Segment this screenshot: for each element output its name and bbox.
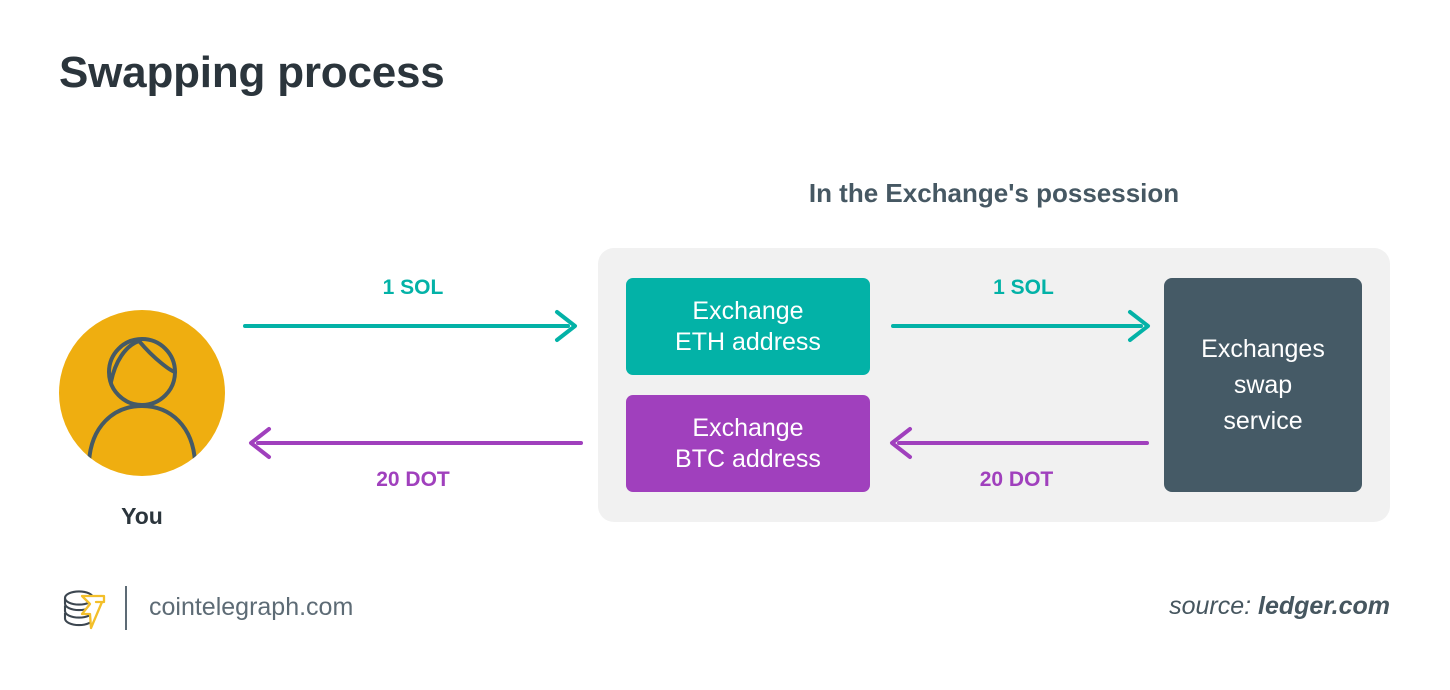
footer-source: source: ledger.com — [1169, 592, 1390, 621]
actor-label: You — [121, 503, 163, 529]
arrow-label-swap-to-btc: 20 DOT — [979, 468, 1054, 491]
swap-service-line-2: swap — [1233, 370, 1293, 399]
exchange-eth-line-1: Exchange — [692, 296, 804, 325]
avatar — [59, 310, 225, 476]
exchange-eth-address-box[interactable]: Exchange ETH address — [626, 278, 870, 375]
exchanges-swap-service-box[interactable]: Exchanges swap service — [1164, 278, 1362, 492]
exchange-possession-heading: In the Exchange's possession — [808, 178, 1180, 208]
footer-divider — [125, 586, 127, 630]
exchange-btc-line-2: BTC address — [675, 444, 821, 473]
exchange-btc-address-box[interactable]: Exchange BTC address — [626, 395, 870, 492]
exchange-btc-line-1: Exchange — [692, 413, 804, 442]
user-icon — [87, 337, 197, 464]
exchange-eth-line-2: ETH address — [675, 327, 821, 356]
cointelegraph-logo — [63, 590, 106, 630]
arrow-eth-to-swap — [891, 310, 1150, 342]
arrow-user-to-eth — [243, 310, 577, 342]
arrow-label-btc-to-user: 20 DOT — [376, 468, 450, 491]
arrow-label-user-to-eth: 1 SOL — [382, 276, 444, 299]
arrow-btc-to-user — [249, 427, 583, 459]
swap-service-line-3: service — [1223, 407, 1303, 436]
arrow-label-eth-to-swap: 1 SOL — [993, 276, 1054, 299]
footer-site-label: cointelegraph.com — [149, 593, 354, 621]
swap-service-line-1: Exchanges — [1201, 334, 1325, 363]
arrow-swap-to-btc — [890, 427, 1149, 459]
footer-source-prefix: source: — [1169, 592, 1258, 620]
page-title: Swapping process — [59, 48, 445, 97]
footer-source-name: ledger.com — [1258, 592, 1390, 620]
